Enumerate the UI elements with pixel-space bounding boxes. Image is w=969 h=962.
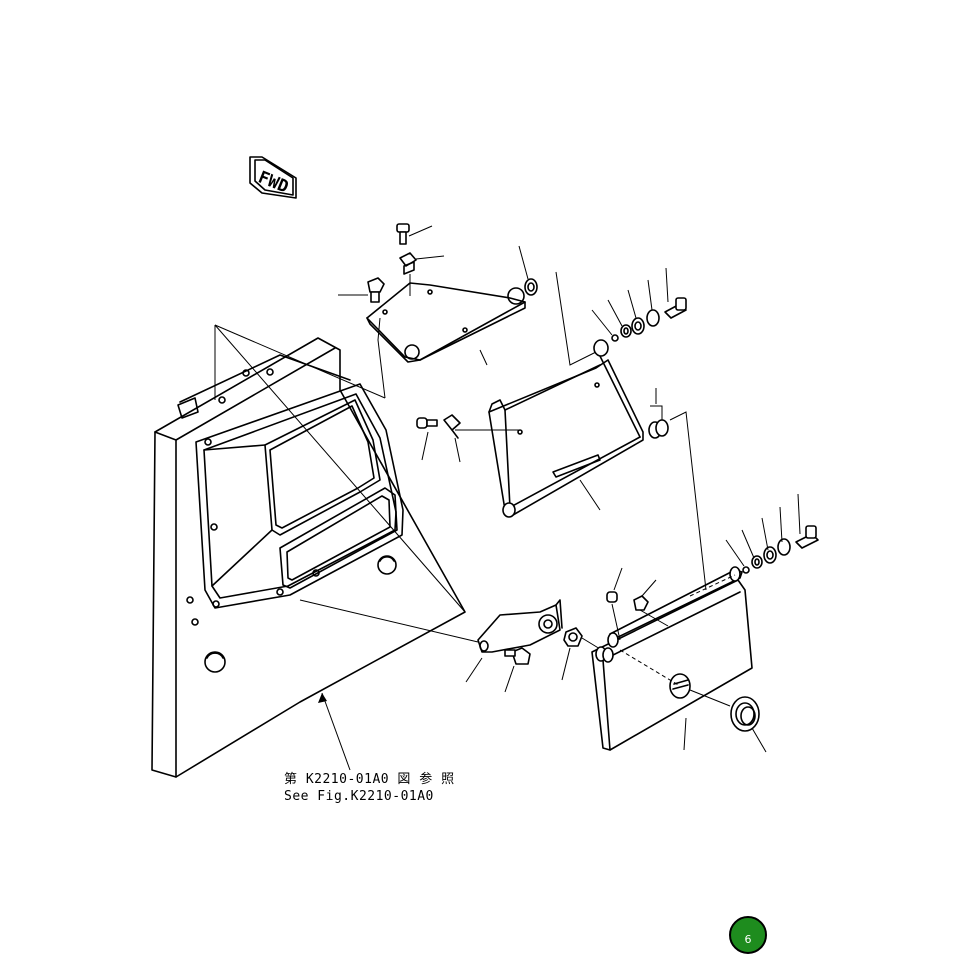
bolt-icon: [504, 647, 531, 693]
washer-stack-upper: [591, 267, 687, 342]
nut-icon: [633, 579, 669, 627]
washer-icon: [595, 646, 614, 663]
nut-icon: [561, 627, 606, 681]
washer-icon: [648, 388, 707, 591]
window-frame: [195, 383, 404, 609]
clip-nut-icon: [399, 252, 445, 296]
hinge-bracket: [299, 599, 563, 683]
screw-icon: [416, 417, 438, 461]
washer-icon: [518, 245, 597, 366]
pin-icon: [606, 567, 623, 641]
bolt-icon: [338, 277, 386, 399]
fwd-arrow-icon: FWD: [249, 156, 297, 199]
page-number-badge[interactable]: 6: [729, 916, 767, 954]
reference-note-jp: 第 K2210-01A0 図 参 照: [284, 772, 455, 787]
middle-hinge-frame: [488, 339, 644, 518]
lower-door-panel: [591, 566, 753, 751]
screw-icon: [396, 223, 433, 245]
clip-icon: [443, 414, 520, 463]
grommet-icon: [689, 689, 767, 753]
washer-stack-lower: [725, 493, 819, 574]
reference-note-en: See Fig.K2210-01A0: [284, 789, 434, 804]
upper-bracket-plate: [366, 282, 526, 366]
